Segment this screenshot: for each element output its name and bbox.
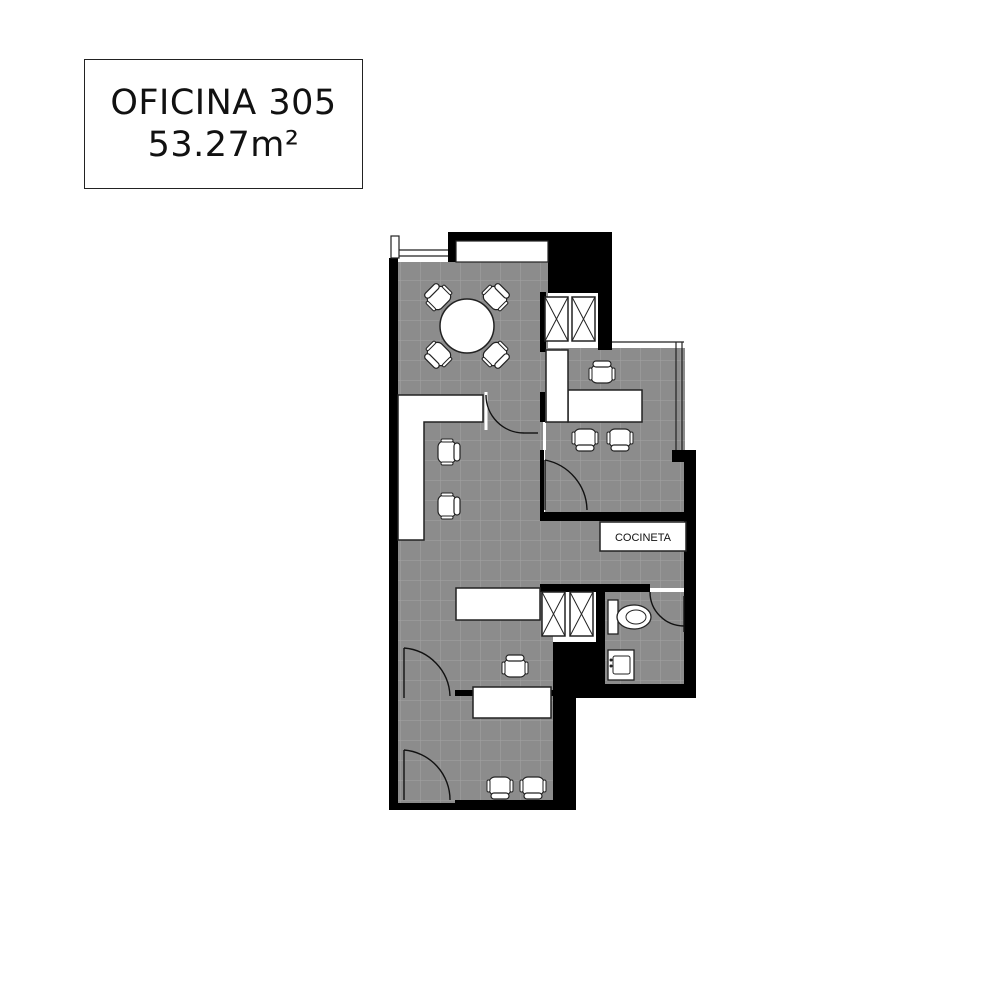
cabinet bbox=[455, 587, 541, 621]
guest-chair bbox=[486, 776, 514, 800]
reception-chair bbox=[437, 492, 461, 520]
office-credenza-right bbox=[545, 349, 569, 423]
meeting-table bbox=[439, 298, 495, 354]
reception-chair bbox=[437, 438, 461, 466]
kitchenette-label: COCINETA bbox=[615, 532, 672, 544]
office-chair-lower bbox=[501, 654, 529, 678]
kitchenette: COCINETA bbox=[599, 521, 687, 552]
guest-chair bbox=[571, 428, 599, 452]
guest-chair bbox=[519, 776, 547, 800]
kitchenette-counter bbox=[599, 521, 687, 552]
windows bbox=[390, 235, 684, 450]
office-desk-right bbox=[567, 389, 643, 423]
office-name: OFICINA 305 bbox=[110, 83, 337, 123]
office-chair-right bbox=[588, 360, 616, 384]
guest-chair bbox=[606, 428, 634, 452]
sink bbox=[607, 649, 635, 681]
reception-counter bbox=[397, 394, 484, 541]
furniture bbox=[397, 279, 652, 800]
office-area: 53.27m² bbox=[147, 125, 300, 165]
title-box: OFICINA 305 53.27m² bbox=[84, 59, 363, 189]
office-desk-lower bbox=[472, 686, 552, 719]
walls bbox=[389, 232, 696, 810]
doors bbox=[403, 392, 685, 801]
toilet bbox=[607, 599, 652, 635]
